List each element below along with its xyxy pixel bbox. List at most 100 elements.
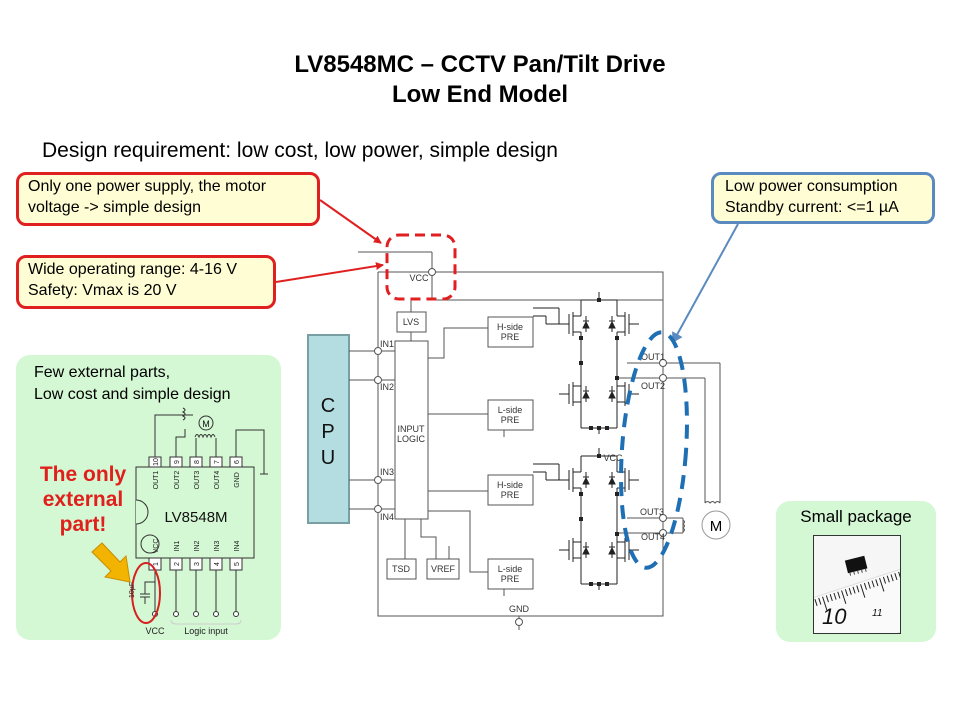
out1-label: OUT1 [641, 352, 665, 362]
lside-label: PRE [501, 415, 520, 425]
ruler-tick [875, 579, 879, 587]
outputs-highlight [619, 330, 689, 570]
only-external-part-label: The only external part! [30, 462, 136, 537]
ruler-tick [863, 582, 868, 590]
junction-dot [615, 376, 619, 380]
top-pin-name: OUT3 [194, 471, 201, 490]
capacitor-highlight [131, 562, 161, 624]
mini-motor-label: M [202, 419, 210, 429]
junction-dot [615, 492, 619, 496]
callout-text: Only one power supply, the motor [28, 178, 267, 195]
vcc-pin-label: VCC [145, 626, 165, 636]
ruler-number: 11 [872, 608, 882, 619]
chip-outline [135, 466, 255, 559]
ruler-tick [825, 595, 829, 603]
junction-dot [579, 336, 583, 340]
top-pin-number: 10 [153, 458, 160, 466]
callout-text: Safety: Vmax is 20 V [28, 282, 177, 299]
ruler-tick [814, 599, 818, 606]
out2-label: OUT2 [641, 381, 665, 391]
top-pin-number: 8 [194, 460, 201, 464]
bottom-pin-number: 4 [214, 562, 221, 566]
ruler-tick [848, 587, 852, 595]
lside-label: L-side [498, 564, 523, 574]
vref-block [426, 558, 460, 580]
in3-label: IN3 [380, 467, 394, 477]
in4-label: IN4 [380, 512, 394, 522]
cpu-label: U [321, 447, 335, 469]
hside-label: H-side [497, 322, 523, 332]
bottom-pin-name: IN2 [194, 540, 201, 551]
hside-label: PRE [501, 332, 520, 342]
ruler-tick [829, 594, 833, 602]
design-requirement: Design requirement: low cost, low power,… [42, 139, 558, 162]
ruler-tick [818, 597, 822, 605]
ruler-tick [886, 575, 890, 583]
out2-node [659, 374, 667, 382]
gnd-node [515, 618, 523, 626]
motor-coil-icon [704, 501, 721, 504]
vref-label: VREF [431, 564, 456, 574]
lvs-label: LVS [403, 317, 419, 327]
lside-label: PRE [501, 574, 520, 584]
in1-node [374, 347, 382, 355]
callout-operating-range: Wide operating range: 4-16 V Safety: Vma… [16, 255, 276, 309]
ruler-number: 10 [822, 604, 847, 629]
ruler-tick [844, 589, 848, 597]
vcc-label: VCC [409, 273, 429, 283]
in4-node [374, 505, 382, 513]
few-parts-line: Low cost and simple design [34, 386, 231, 403]
bottom-pin-name: IN3 [214, 540, 221, 551]
top-pin-name: OUT4 [214, 471, 221, 490]
bottom-pin-name: VCC [153, 539, 160, 554]
input-logic-label: LOGIC [397, 434, 426, 444]
bottom-pin-number: 3 [194, 562, 201, 566]
cpu-label: P [321, 421, 334, 443]
in2-node [374, 376, 382, 384]
out1-node [659, 359, 667, 367]
ruler-tick [894, 573, 898, 581]
in3-node [374, 476, 382, 484]
junction-dot [589, 426, 593, 430]
junction-dot [579, 517, 583, 521]
vcc-node [428, 268, 436, 276]
out3-node [659, 514, 667, 522]
vcc2-label: VCC [603, 453, 623, 463]
arrow-operating-range [275, 262, 384, 283]
junction-dot [579, 492, 583, 496]
mini-motor-icon [198, 415, 214, 431]
hside-label: PRE [501, 490, 520, 500]
top-pin-name: GND [234, 472, 241, 488]
callout-text: Wide operating range: 4-16 V [28, 261, 238, 278]
lside-pre-block-1 [487, 399, 534, 431]
few-parts-text: Few external parts, Low cost and simple … [34, 362, 231, 406]
junction-dot [605, 426, 609, 430]
ruler-tick [882, 576, 887, 584]
junction-dot [579, 361, 583, 365]
ruler-tick [822, 596, 828, 611]
top-pin-number: 6 [234, 460, 241, 464]
motor-symbol [701, 510, 731, 540]
lside-label: L-side [498, 405, 523, 415]
bottom-pin-name: IN4 [234, 540, 241, 551]
callout-text: Standby current: <=1 µA [725, 199, 899, 216]
cpu-block [307, 334, 350, 524]
callout-text: voltage -> simple design [28, 199, 201, 216]
out4-label: OUT4 [641, 532, 665, 542]
package-photo: 10 11 [813, 535, 901, 634]
top-pin-name: OUT1 [153, 471, 160, 490]
ruler-tick [879, 577, 885, 592]
ruler-tick [833, 592, 837, 600]
junction-dot [605, 582, 609, 586]
top-pin-number: 9 [174, 460, 181, 464]
bottom-pin-number: 2 [174, 562, 181, 566]
ruler-tick [852, 586, 856, 594]
mini-schematic [135, 407, 268, 613]
ruler-tick [890, 574, 894, 582]
junction-dot [589, 582, 593, 586]
callout-low-power: Low power consumption Standby current: <… [711, 172, 935, 224]
pointer-arrow-icon [91, 542, 131, 583]
chip-body [844, 555, 868, 574]
lside-pre-block-2 [487, 558, 534, 590]
ruler-tick [837, 591, 841, 599]
